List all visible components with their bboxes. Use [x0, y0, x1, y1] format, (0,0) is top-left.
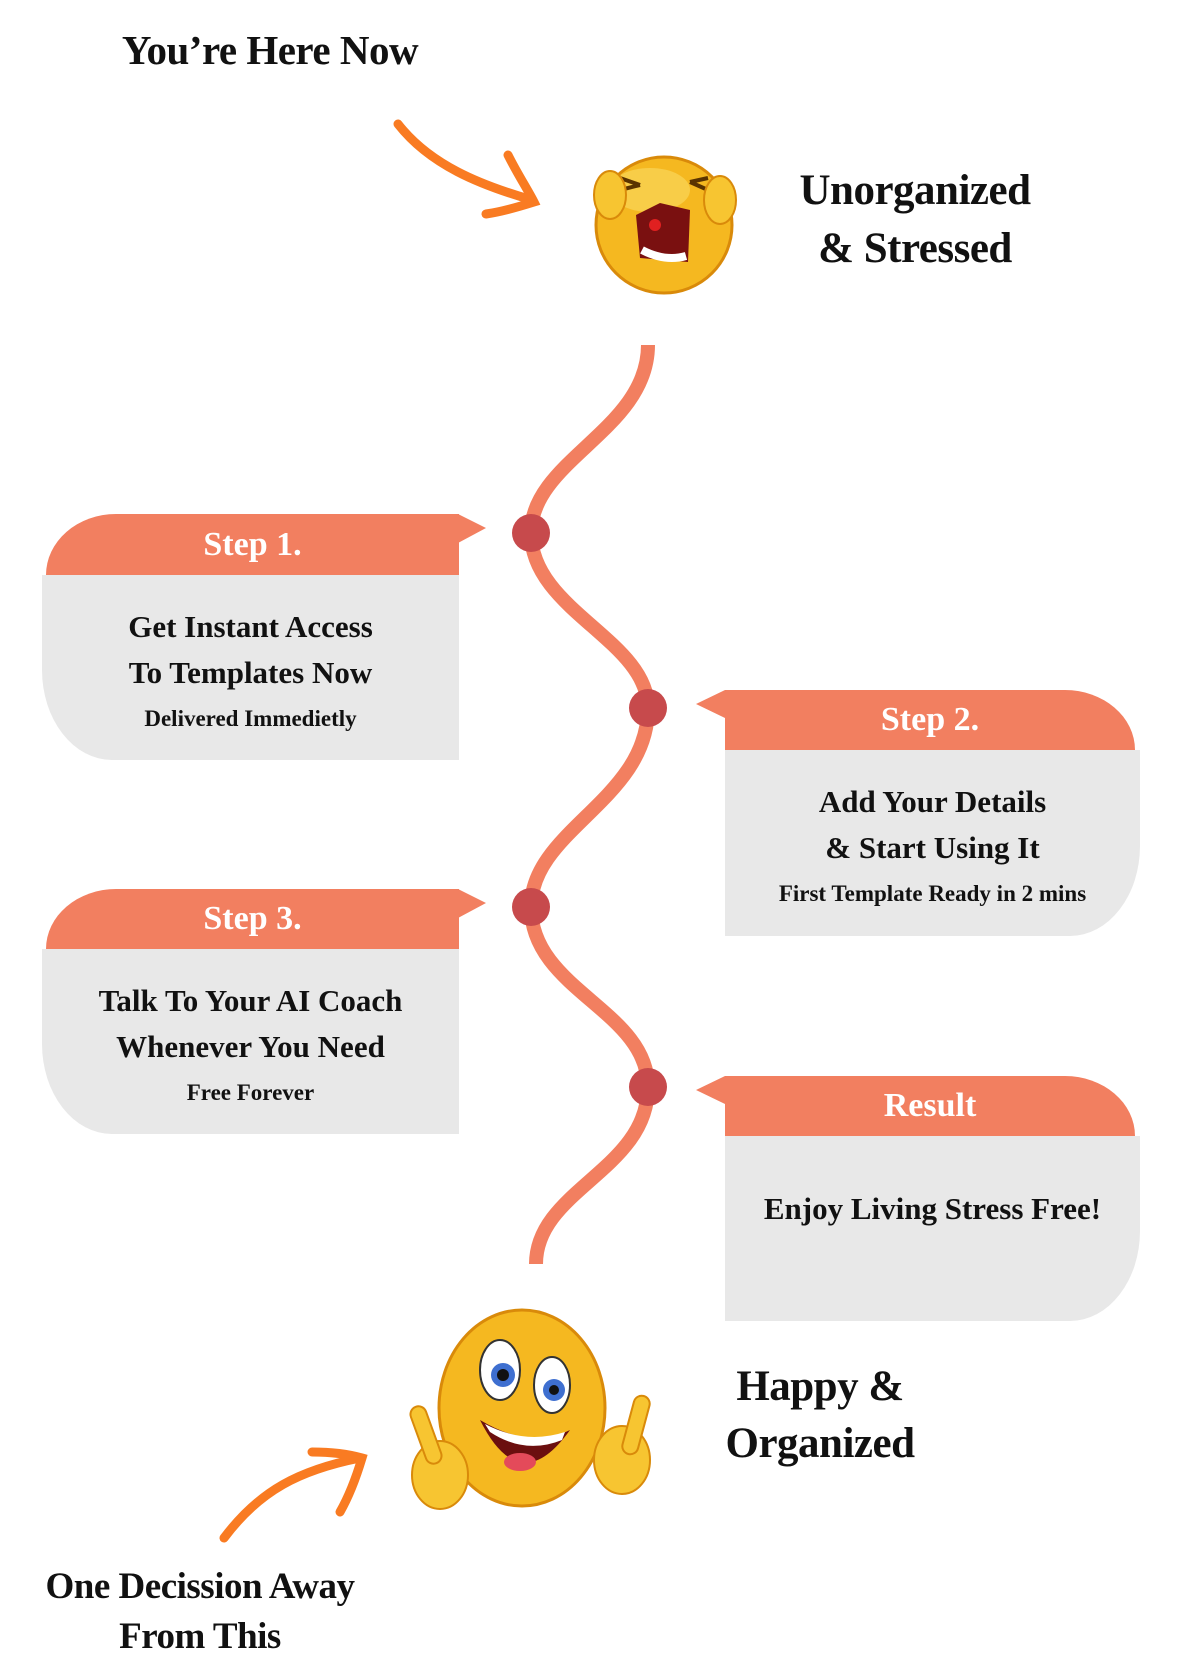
step1-header-notch: [458, 514, 486, 543]
step3-header-notch: [458, 889, 486, 918]
timeline-dot-3: [512, 888, 550, 926]
step-2-body: Add Your Details & Start Using It First …: [725, 750, 1140, 936]
step-1-body: Get Instant Access To Templates Now Deli…: [42, 575, 459, 760]
result-header-notch: [696, 1076, 725, 1104]
step-1-sub: Delivered Immedietly: [144, 705, 357, 731]
decision-label: One Decission Away From This: [10, 1562, 390, 1662]
step2-header-notch: [696, 690, 725, 718]
timeline-path: [523, 344, 656, 1265]
happy-state-label: Happy & Organized: [690, 1358, 950, 1472]
result-header: Result: [725, 1076, 1135, 1136]
stressed-state-label: Unorganized & Stressed: [760, 162, 1070, 278]
step-3-header: Step 3.: [46, 889, 459, 949]
step-1-header: Step 1.: [46, 514, 459, 575]
timeline-dot-1: [512, 514, 550, 552]
happy-line-1: Happy &: [736, 1363, 904, 1410]
step-1-line-1: Get Instant Access: [128, 608, 373, 644]
arrow-icon-top: [393, 119, 541, 219]
timeline-dot-2: [629, 689, 667, 727]
happy-line-2: Organized: [725, 1420, 915, 1467]
step-2-line-1: Add Your Details: [818, 784, 1047, 819]
stressed-emoji-icon: [593, 155, 737, 295]
step-1-line-2: To Templates Now: [128, 654, 373, 690]
step-2-header: Step 2.: [725, 690, 1135, 750]
step-3-line-1: Talk To Your AI Coach: [98, 982, 403, 1018]
step-2-line-2: & Start Using It: [825, 830, 1040, 865]
result-body: Enjoy Living Stress Free!: [725, 1136, 1140, 1321]
step-3-sub: Free Forever: [186, 1079, 315, 1105]
timeline-dot-4: [629, 1068, 667, 1106]
happy-emoji-icon: [409, 1308, 651, 1510]
step-2-sub: First Template Ready in 2 mins: [778, 881, 1087, 906]
current-state-label: You’re Here Now: [121, 27, 419, 73]
decision-line-1: One Decission Away: [45, 1566, 355, 1607]
step-3-line-2: Whenever You Need: [116, 1028, 385, 1064]
stressed-line-1: Unorganized: [799, 167, 1032, 214]
result-line-1: Enjoy Living Stress Free!: [763, 1191, 1102, 1226]
step-3-body: Talk To Your AI Coach Whenever You Need …: [42, 949, 459, 1134]
arrow-icon-bottom: [219, 1447, 368, 1543]
stressed-line-2: & Stressed: [818, 225, 1012, 272]
decision-line-2: From This: [119, 1616, 281, 1657]
